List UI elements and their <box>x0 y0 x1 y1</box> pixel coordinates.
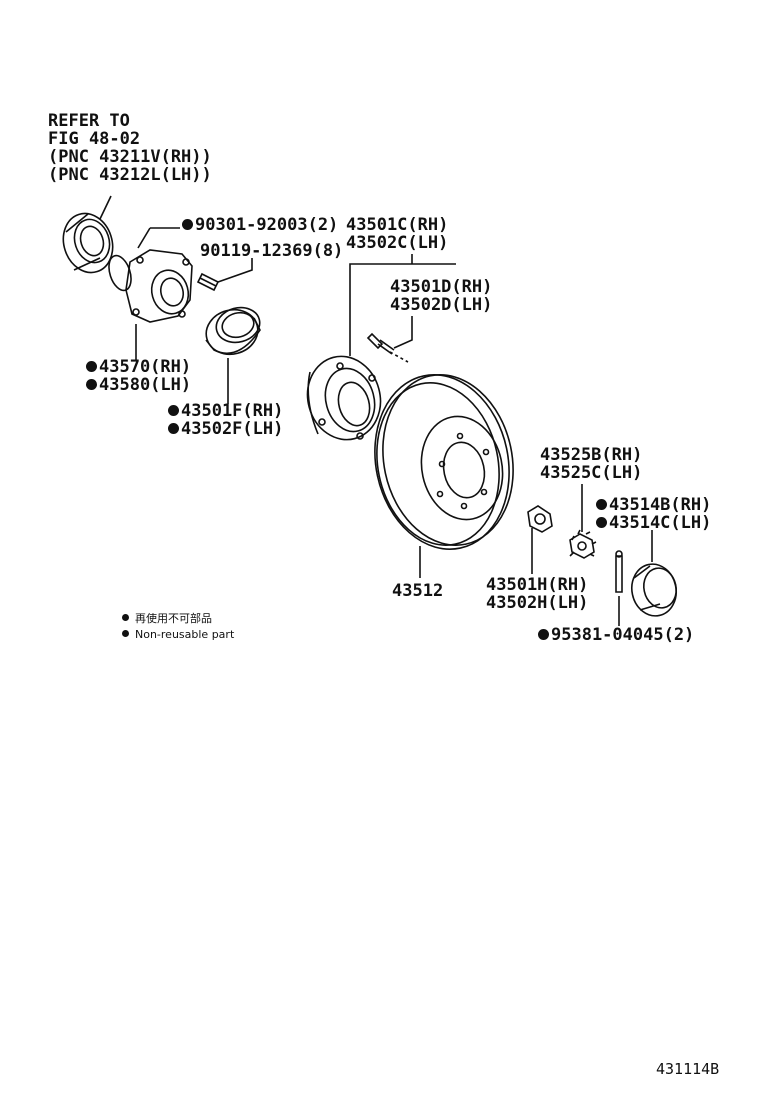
part-label-90301[interactable]: 90301-92003(2) <box>182 216 338 234</box>
refer-line-1: REFER TO <box>48 111 130 131</box>
part-label-43525c[interactable]: 43525C(LH) <box>540 463 643 483</box>
grease-cap-drawing <box>631 563 677 617</box>
hub-bolt-drawing <box>366 332 395 355</box>
part-label-43502c[interactable]: 43502C(LH) <box>346 233 449 253</box>
oil-seal-drawing <box>62 212 114 274</box>
part-label-90119[interactable]: 90119-12369(8) <box>200 241 344 261</box>
legend-jp-text: 再使用不可部品 <box>135 612 212 625</box>
axle-hub-drawing <box>306 355 382 441</box>
leader-43501d <box>393 316 413 349</box>
leader-43501c <box>349 254 456 356</box>
refer-line-4: (PNC 43212L(LH)) <box>48 165 212 185</box>
legend-en: Non-reusable part <box>122 628 234 642</box>
legend-bullet <box>122 614 129 621</box>
small-bolt-drawing <box>196 272 220 292</box>
part-label-43502h[interactable]: 43502H(LH) <box>486 593 589 613</box>
part-label-43501d[interactable]: 43501D(RH) <box>390 277 493 297</box>
part-label-43501c[interactable]: 43501C(RH) <box>346 215 449 235</box>
part-label-43512[interactable]: 43512 <box>392 581 444 601</box>
part-label-43570[interactable]: 43570(RH) <box>86 358 191 376</box>
knuckle-drawing <box>125 249 193 323</box>
legend-bullet <box>122 630 129 637</box>
leader-90119 <box>217 258 253 283</box>
leader-90301 <box>137 227 151 249</box>
dashed-bolt-line <box>389 351 409 363</box>
part-label-43525b[interactable]: 43525B(RH) <box>540 445 643 465</box>
brake-disc-drawing <box>374 374 514 550</box>
legend-jp: 再使用不可部品 <box>122 612 212 626</box>
refer-line-2: FIG 48-02 <box>48 129 141 149</box>
part-label-43514b[interactable]: 43514B(RH) <box>596 496 711 514</box>
part-label-43580[interactable]: 43580(LH) <box>86 376 191 394</box>
legend-en-text: Non-reusable part <box>135 628 235 641</box>
lock-nut-drawing <box>569 529 597 559</box>
ring-drawing <box>108 254 132 292</box>
refer-line-3: (PNC 43211V(RH)) <box>48 147 212 167</box>
washer-drawing <box>527 505 553 533</box>
bearing-drawing <box>205 306 261 356</box>
part-label-43502f[interactable]: 43502F(LH) <box>168 420 283 438</box>
part-label-95381[interactable]: 95381-04045(2) <box>538 626 694 644</box>
part-label-43501f[interactable]: 43501F(RH) <box>168 402 283 420</box>
part-label-43514c[interactable]: 43514C(LH) <box>596 514 711 532</box>
cotter-pin-drawing <box>615 550 623 593</box>
part-label-43501h[interactable]: 43501H(RH) <box>486 575 589 595</box>
leader-refer <box>99 195 112 220</box>
part-label-43502d[interactable]: 43502D(LH) <box>390 295 493 315</box>
figure-code: 431114B <box>656 1060 720 1078</box>
